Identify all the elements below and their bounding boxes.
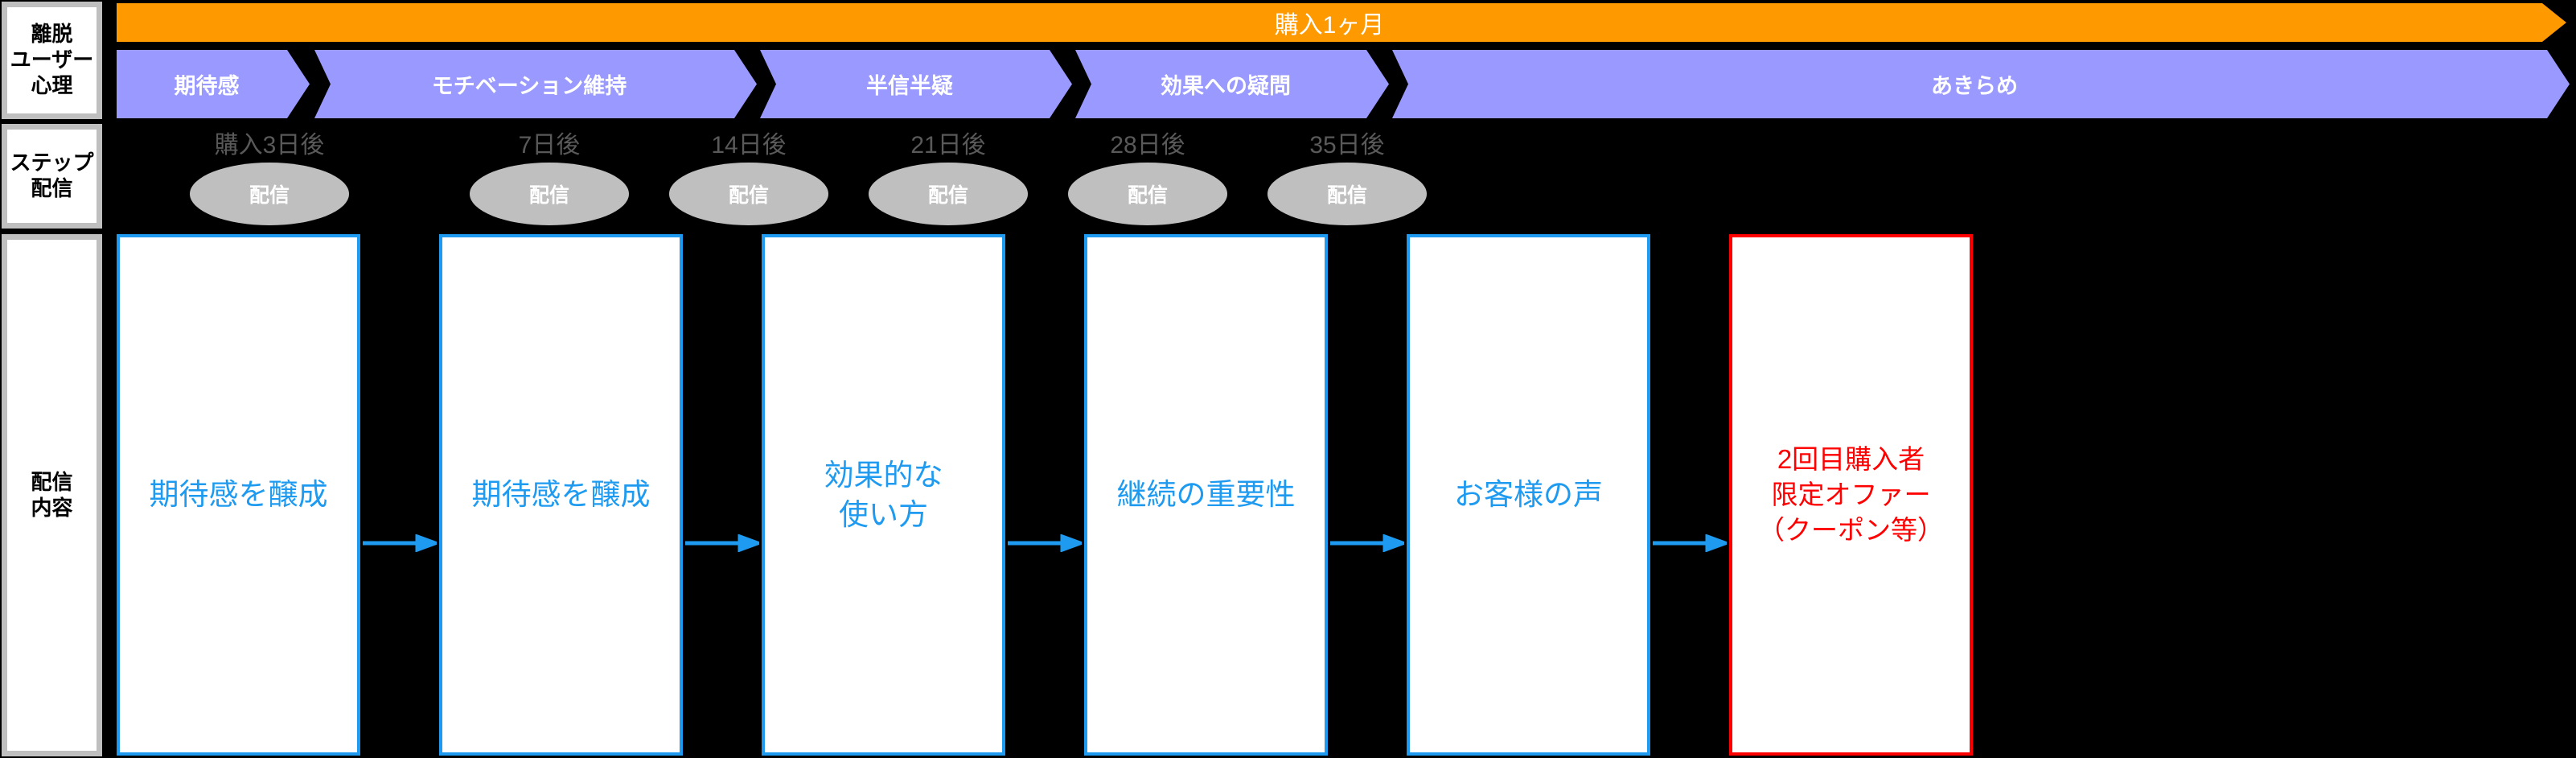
step-badge-2-label: 配信 (528, 184, 569, 207)
stage-chevron-5-label: あきらめ (1931, 74, 2018, 98)
step-badge-5-label: 配信 (1127, 184, 1168, 207)
arrow-right-icon-1 (363, 534, 437, 552)
stage-chevron-2-label: モチベーション維持 (431, 74, 627, 98)
step-day-label-3: 14日後 (711, 132, 787, 159)
step-day-label-6: 35日後 (1309, 132, 1385, 159)
row-label-step-delivery-text: ステップ配信 (10, 150, 94, 200)
arrow-right-icon-3 (1008, 534, 1082, 552)
step-badge-6[interactable]: 配信 (1267, 163, 1427, 225)
stage-chevron-2[interactable]: モチベーション維持 (314, 50, 757, 118)
step-item-6: 35日後 配信 (1194, 125, 1500, 229)
step-badge-3-label: 配信 (728, 184, 769, 207)
step-day-label-4: 21日後 (910, 132, 986, 159)
timeline-content: 購入1ヶ月 期待感 モチベーション維持 半信半疑 効果への疑問 あきらめ 購入3… (107, 0, 2576, 758)
step-day-label-2: 7日後 (518, 132, 581, 159)
stage-chevron-4[interactable]: 効果への疑問 (1075, 50, 1389, 118)
step-badge-4-label: 配信 (927, 184, 968, 207)
stage-chevron-row: 期待感 モチベーション維持 半信半疑 効果への疑問 あきらめ (107, 50, 2576, 118)
arrow-right-icon-4 (1330, 534, 1404, 552)
period-banner-row: 購入1ヶ月 (117, 3, 2566, 42)
stage-chevron-1[interactable]: 期待感 (117, 50, 310, 118)
row-label-delivery-content-text: 配信内容 (31, 469, 73, 520)
content-box-5-text: お客様の声 (1454, 478, 1603, 512)
row-label-delivery-content: 配信内容 (2, 234, 102, 756)
content-box-3[interactable]: 効果的な使い方 (762, 234, 1005, 756)
stage-chevron-3[interactable]: 半信半疑 (760, 50, 1072, 118)
content-box-1-text: 期待感を醸成 (149, 478, 328, 512)
stage-chevron-3-label: 半信半疑 (866, 74, 953, 98)
step-badge-6-label: 配信 (1326, 184, 1367, 207)
content-box-6-text: 2回目購入者限定オファー（クーポン等） (1758, 444, 1944, 545)
step-day-label-5: 28日後 (1110, 132, 1185, 159)
stage-chevron-5[interactable]: あきらめ (1392, 50, 2570, 118)
stage-chevron-1-label: 期待感 (174, 74, 240, 98)
step-badge-5[interactable]: 配信 (1068, 163, 1227, 225)
arrow-right-icon-2 (685, 534, 759, 552)
stage-chevron-4-label: 効果への疑問 (1161, 74, 1291, 98)
row-label-psychology: 離脱ユーザー心理 (2, 2, 102, 119)
step-badge-4[interactable]: 配信 (869, 163, 1028, 225)
content-box-2-text: 期待感を醸成 (471, 478, 651, 512)
step-item-2: 7日後 配信 (396, 125, 702, 229)
content-box-6[interactable]: 2回目購入者限定オファー（クーポン等） (1729, 234, 1973, 756)
step-item-1: 購入3日後 配信 (117, 125, 422, 229)
step-item-3: 14日後 配信 (596, 125, 902, 229)
content-box-5[interactable]: お客様の声 (1407, 234, 1650, 756)
arrow-right-icon-5 (1653, 534, 1727, 552)
delivery-content-row: 期待感を醸成 期待感を醸成 効果的な使い方 継続の重要性 お客様の声 (107, 234, 2576, 758)
step-item-5: 28日後 配信 (995, 125, 1300, 229)
content-box-3-text: 効果的な使い方 (824, 458, 943, 531)
step-item-4: 21日後 配信 (795, 125, 1101, 229)
step-badge-2[interactable]: 配信 (470, 163, 629, 225)
row-label-step-delivery: ステップ配信 (2, 124, 102, 229)
step-badge-1[interactable]: 配信 (190, 163, 349, 225)
content-box-4-text: 継続の重要性 (1116, 478, 1296, 512)
step-badge-3[interactable]: 配信 (669, 163, 828, 225)
period-banner-chevron: 購入1ヶ月 (117, 3, 2566, 42)
content-box-4[interactable]: 継続の重要性 (1084, 234, 1328, 756)
period-banner-label: 購入1ヶ月 (1274, 12, 1385, 39)
content-box-2[interactable]: 期待感を醸成 (439, 234, 683, 756)
row-label-column: 離脱ユーザー心理 ステップ配信 配信内容 (0, 0, 107, 758)
step-badge-1-label: 配信 (249, 184, 290, 207)
content-box-1[interactable]: 期待感を醸成 (117, 234, 360, 756)
step-delivery-row: 購入3日後 配信 7日後 配信 14日後 配信 21日後 配信 28日後 (107, 125, 2576, 229)
step-day-label-1: 購入3日後 (214, 132, 325, 159)
row-label-psychology-text: 離脱ユーザー心理 (10, 22, 94, 97)
